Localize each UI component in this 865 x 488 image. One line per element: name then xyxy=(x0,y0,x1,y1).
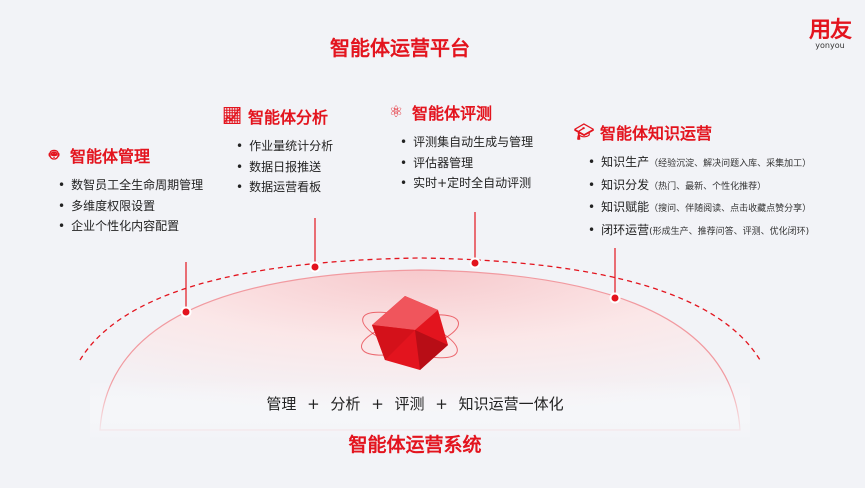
block-title: 智能体知识运营 xyxy=(600,124,713,143)
logo-text: 用友 xyxy=(808,18,852,43)
list-item: 作业量统计分析 xyxy=(236,136,333,157)
list-item: 闭环运营(形成生产、推荐问答、评测、优化闭环) xyxy=(588,220,811,243)
item-note: （经验沉淀、解决问题入库、采集加工） xyxy=(649,159,812,169)
block-title: 智能体评测 xyxy=(412,104,493,123)
block-title: 智能体分析 xyxy=(248,108,329,127)
block-title: 智能体管理 xyxy=(70,147,151,166)
item-note: (形成生产、推荐问答、评测、优化闭环) xyxy=(649,226,810,237)
block-agent-management: 🤖︎ 智能体管理 数智员工全生命周期管理多维度权限设置企业个性化内容配置 xyxy=(44,143,203,237)
list-item: 数据日报推送 xyxy=(236,157,333,178)
logo-subtext: yonyou xyxy=(815,41,845,50)
list-item: 多维度权限设置 xyxy=(58,196,203,217)
list-item: 企业个性化内容配置 xyxy=(58,216,203,237)
block-knowledge-operation: 🎓︎ 智能体知识运营 知识生产（经验沉淀、解决问题入库、采集加工） 知识分发（热门… xyxy=(574,120,811,242)
atom-icon: ⚛ xyxy=(388,102,404,121)
list-item: 知识生产（经验沉淀、解决问题入库、采集加工） xyxy=(588,152,811,175)
list-item: 知识分发（热门、最新、个性化推荐） xyxy=(588,175,811,198)
chart-icon: 📈︎ xyxy=(222,106,243,125)
list-item: 实时+定时全自动评测 xyxy=(400,173,533,194)
system-title: 智能体运营系统 xyxy=(348,434,482,456)
list-item: 评测集自动生成与管理 xyxy=(400,132,533,153)
item-main: 知识分发 xyxy=(601,177,650,192)
list-item: 数据运营看板 xyxy=(236,177,333,198)
page-title: 智能体运营平台 xyxy=(330,36,470,60)
item-main: 闭环运营 xyxy=(601,222,650,237)
knowledge-icon: 🎓︎ xyxy=(574,122,595,141)
item-note: （搜问、伴随阅读、点击收藏点赞分享） xyxy=(649,204,812,214)
block-agent-analysis: 📈︎ 智能体分析 作业量统计分析数据日报推送数据运营看板 xyxy=(222,104,333,198)
block-agent-evaluation: ⚛ 智能体评测 评测集自动生成与管理评估器管理实时+定时全自动评测 xyxy=(386,100,533,194)
item-main: 知识赋能 xyxy=(601,200,650,214)
item-note: （热门、最新、个性化推荐） xyxy=(649,181,767,192)
red-polyhedron-icon xyxy=(361,296,459,370)
yonyou-logo: 用友 yonyou xyxy=(808,12,852,50)
integration-line: 管理 + 分析 + 评测 + 知识运营一体化 xyxy=(266,395,564,413)
item-main: 知识生产 xyxy=(601,155,650,169)
list-item: 数智员工全生命周期管理 xyxy=(58,175,203,196)
list-item: 评估器管理 xyxy=(400,153,533,174)
list-item: 知识赋能（搜问、伴随阅读、点击收藏点赞分享） xyxy=(588,197,811,220)
robot-icon: 🤖︎ xyxy=(49,145,59,164)
